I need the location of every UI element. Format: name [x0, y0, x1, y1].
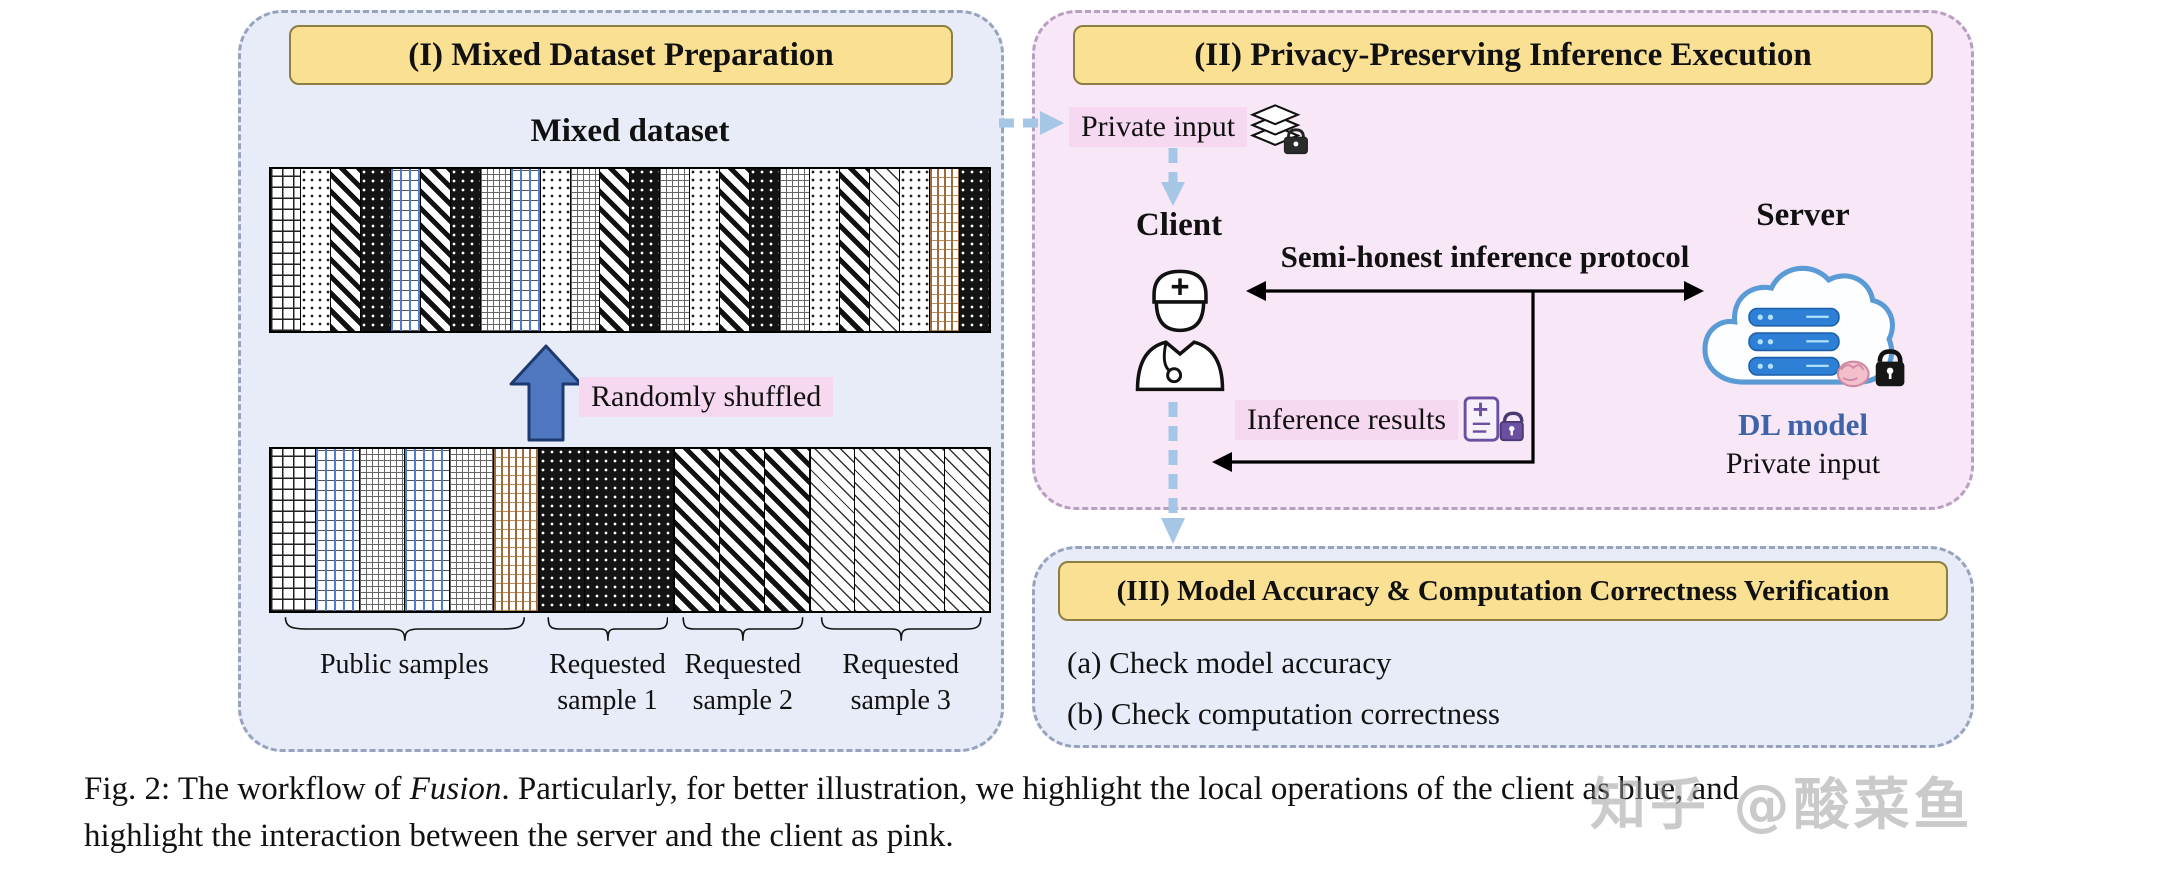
group-brace [283, 616, 527, 642]
dataset-bar [271, 449, 315, 611]
sample-group-bars [675, 447, 810, 613]
sample-group-label: Requested sample 2 [675, 647, 810, 720]
dataset-bar [628, 449, 673, 611]
randomly-shuffled-label: Randomly shuffled [579, 377, 833, 417]
panel1-title: (I) Mixed Dataset Preparation [289, 25, 953, 85]
dataset-bar [764, 449, 809, 611]
dataset-bar [811, 449, 855, 611]
dataset-bar [584, 449, 629, 611]
dataset-bar [390, 169, 420, 331]
sample-group: Requested sample 3 [811, 447, 992, 720]
panel2-title: (II) Privacy-Preserving Inference Execut… [1073, 25, 1933, 85]
panel-mixed-dataset-preparation: (I) Mixed Dataset Preparation Mixed data… [238, 10, 1004, 752]
dataset-bar [271, 169, 300, 331]
dataset-bar [493, 449, 538, 611]
verification-checks: (a) Check model accuracy (b) Check compu… [1067, 641, 1500, 743]
inference-results-label: Inference results [1235, 400, 1458, 440]
dataset-bar [749, 169, 779, 331]
caption-fusion: Fusion [410, 771, 502, 807]
dataset-bar [480, 169, 510, 331]
dataset-bar [899, 169, 929, 331]
sample-group-bars [269, 447, 540, 613]
dataset-bar [719, 169, 749, 331]
dataset-bar [540, 169, 570, 331]
shuffle-arrow-icon [507, 343, 585, 443]
server-cloud-icon [1685, 239, 1905, 423]
dataset-bar [599, 169, 629, 331]
dataset-bar [420, 169, 450, 331]
protocol-label: Semi-honest inference protocol [1273, 239, 1697, 275]
watermark: 知乎 @酸菜鱼 [1590, 760, 1974, 841]
sample-group-label: Requested sample 1 [540, 647, 675, 720]
sample-group-bars [540, 447, 675, 613]
dataset-bar [359, 449, 404, 611]
client-to-verification-arrowhead [1161, 518, 1185, 544]
dataset-bar [510, 169, 540, 331]
check-computation-correctness: (b) Check computation correctness [1067, 692, 1500, 736]
group-brace [682, 616, 804, 642]
source-sample-groups: Public samplesRequested sample 1Requeste… [269, 447, 991, 720]
group-brace [547, 616, 669, 642]
dataset-bar [719, 449, 764, 611]
sample-group: Public samples [269, 447, 540, 720]
private-input-label: Private input [1069, 107, 1247, 147]
report-lock-icon [1462, 395, 1524, 445]
group-brace [820, 616, 982, 642]
dataset-bar [540, 449, 584, 611]
dataset-bar [404, 449, 449, 611]
panel-verification: (III) Model Accuracy & Computation Corre… [1032, 546, 1974, 748]
server-racks-icon [1749, 309, 1839, 375]
dl-model-label: DL model [1713, 407, 1893, 443]
server-private-input-label: Private input [1693, 447, 1913, 481]
client-label: Client [1119, 207, 1239, 244]
dataset-bar [899, 449, 944, 611]
dataset-bar [869, 169, 899, 331]
dataset-bar [944, 449, 989, 611]
dataset-bar [959, 169, 989, 331]
stacked-layers-lock-icon [1245, 99, 1311, 155]
sample-group: Requested sample 2 [675, 447, 810, 720]
panel-privacy-preserving-inference: (II) Privacy-Preserving Inference Execut… [1032, 10, 1974, 510]
dataset-bar [675, 449, 719, 611]
dataset-bar [300, 169, 330, 331]
dataset-bar [330, 169, 360, 331]
dataset-bar [854, 449, 899, 611]
caption-text: . Particularly, for better illustration,… [501, 771, 1739, 807]
dataset-bar [629, 169, 659, 331]
dataset-bar [839, 169, 869, 331]
sample-group-label: Public samples [269, 647, 540, 683]
dataset-bar [570, 169, 600, 331]
mixed-dataset-strip [269, 167, 991, 333]
mixed-dataset-label: Mixed dataset [269, 113, 991, 150]
client-doctor-icon [1121, 257, 1239, 399]
check-model-accuracy: (a) Check model accuracy [1067, 641, 1500, 685]
dataset-bar [659, 169, 689, 331]
brain-icon [1838, 362, 1869, 387]
dataset-bar [360, 169, 390, 331]
server-label: Server [1723, 197, 1883, 234]
sample-group-bars [811, 447, 992, 613]
dataset-bar [929, 169, 959, 331]
dataset-bar [315, 449, 360, 611]
inference-results-row: Inference results [1235, 395, 1524, 445]
sample-group-label: Requested sample 3 [811, 647, 992, 720]
dataset-bar [689, 169, 719, 331]
dataset-bar [449, 449, 494, 611]
dataset-bar [450, 169, 480, 331]
sample-group: Requested sample 1 [540, 447, 675, 720]
panel3-title: (III) Model Accuracy & Computation Corre… [1058, 561, 1948, 621]
dataset-bar [779, 169, 809, 331]
private-input-row: Private input [1069, 99, 1311, 155]
dataset-bar [809, 169, 839, 331]
caption-text: Fig. 2: The workflow of [84, 771, 410, 807]
